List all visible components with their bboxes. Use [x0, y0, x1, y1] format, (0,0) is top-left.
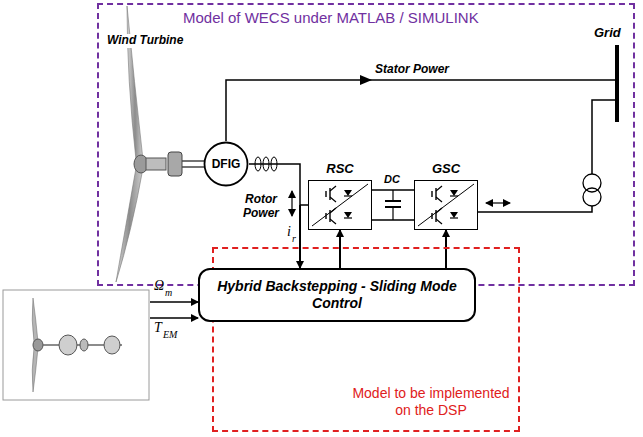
transformer-symbol: [583, 174, 601, 192]
transformer-symbol: [583, 188, 601, 206]
turbine-panel: [3, 290, 149, 400]
turbine-blade: [116, 168, 143, 282]
generator-circle-outline: [205, 143, 248, 186]
node-text: DFIG: [212, 157, 241, 171]
signal-label: Wind Turbine: [106, 34, 184, 48]
connector: [445, 230, 447, 268]
signal-arrow: [150, 317, 198, 319]
signal-label: DC: [384, 173, 400, 186]
signal-label: m: [165, 287, 172, 299]
signal-label: Stator Power: [375, 63, 449, 77]
shaft-line: [182, 160, 204, 162]
dsp-region: Model to be implemented on the DSP Hybrid…: [212, 247, 520, 432]
capacitor-symbol: [392, 190, 393, 201]
turbine-blade: [32, 298, 38, 342]
connector: [372, 189, 414, 191]
turbine-shaft: [146, 158, 166, 170]
node-text: GSC: [405, 161, 487, 176]
inertia-disc: [59, 335, 77, 355]
turbine-blade: [127, 6, 143, 160]
signal-label: r: [292, 233, 296, 245]
signal-label: Grid: [594, 26, 621, 41]
grid-bus: [615, 45, 619, 122]
current-wire: [299, 205, 301, 268]
power-arrow: [291, 191, 292, 216]
signal-label: T: [154, 320, 162, 336]
capacitor-symbol: [385, 200, 401, 202]
power-arrow: [360, 75, 372, 85]
converter-box: RSC: [308, 180, 372, 230]
generator-disc: [104, 336, 120, 354]
node-text: RSC: [299, 161, 381, 176]
shaft-line: [182, 166, 204, 168]
signal-label: Ω: [154, 278, 164, 294]
converter-box: GSC: [414, 180, 478, 230]
node-text: Model of WECS under MATLAB / SIMULINK: [183, 9, 479, 26]
connector: [339, 230, 341, 268]
igbt-symbol: [312, 184, 368, 226]
capacitor-symbol: [392, 207, 393, 220]
igbt-symbol: [418, 184, 474, 226]
grid-wire: [592, 100, 617, 174]
grid-wire: [478, 206, 592, 212]
signal-label: Rotor Power: [236, 192, 286, 220]
control-box: Hybrid Backstepping - Sliding Mode Contr…: [198, 268, 476, 322]
generator-circle: DFIG: [203, 141, 249, 187]
turbine-blade: [32, 348, 38, 392]
signal-arrow: [150, 301, 198, 303]
signal-label: EM: [163, 329, 177, 341]
turbine-hub: [33, 339, 43, 351]
node-text: Model to be implemented on the DSP: [348, 385, 514, 419]
gear: [80, 339, 88, 351]
stator-wire: [226, 80, 617, 141]
node-text: Hybrid Backstepping - Sliding Mode Contr…: [210, 278, 464, 312]
signal-label: i: [287, 224, 291, 240]
power-arrow: [486, 202, 510, 203]
gearbox: [168, 152, 182, 176]
